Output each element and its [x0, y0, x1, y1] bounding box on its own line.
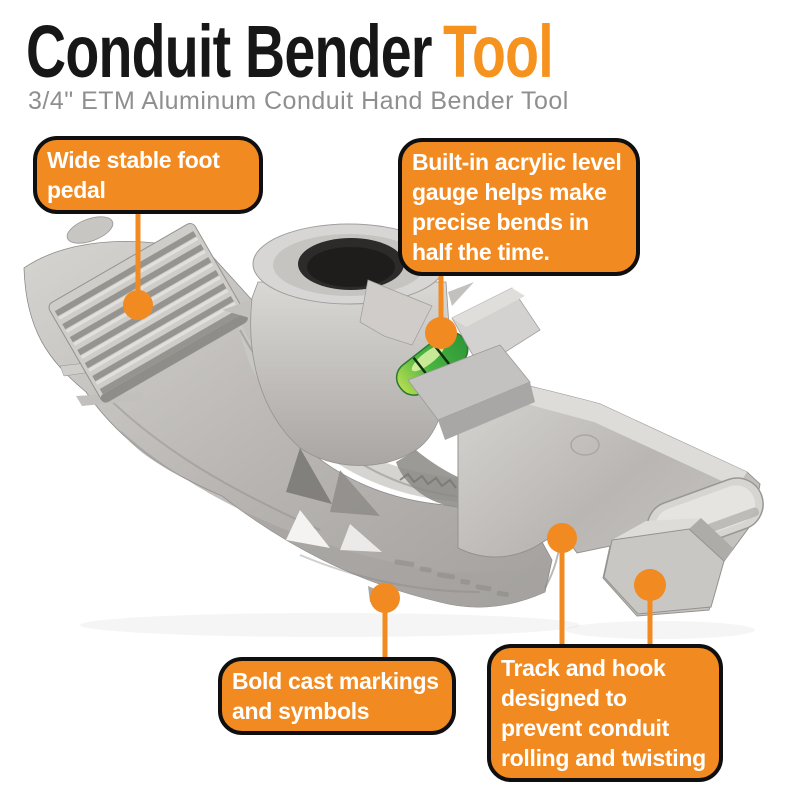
page-title-accent: Tool — [442, 10, 554, 93]
callout-dot-track — [547, 523, 577, 553]
callout-cast-markings: Bold cast markings and symbols — [218, 657, 456, 735]
page-title-main: Conduit Bender — [26, 10, 432, 93]
hook-end — [603, 518, 734, 615]
socket-tab — [222, 300, 250, 318]
cast-dimple — [570, 434, 600, 456]
callout-dot-cast-markings — [370, 583, 400, 613]
callout-track-hook: Track and hook designed to prevent condu… — [487, 644, 723, 782]
socket-tab — [448, 282, 474, 306]
callout-level-gauge: Built-in acrylic level gauge helps make … — [398, 138, 640, 276]
callout-dot-foot-pedal — [123, 290, 153, 320]
callout-dot-level-gauge — [425, 317, 457, 349]
callout-foot-pedal: Wide stable foot pedal — [33, 136, 263, 214]
page-subtitle: 3/4" ETM Aluminum Conduit Hand Bender To… — [28, 87, 569, 115]
level-assembly — [359, 279, 541, 440]
callout-dots — [123, 290, 666, 613]
cast-markings — [394, 559, 509, 598]
soft-shadow — [80, 613, 755, 639]
foot-pedal-serrations — [48, 222, 248, 403]
callout-dot-hook — [634, 569, 666, 601]
foot-pedal — [48, 216, 248, 403]
